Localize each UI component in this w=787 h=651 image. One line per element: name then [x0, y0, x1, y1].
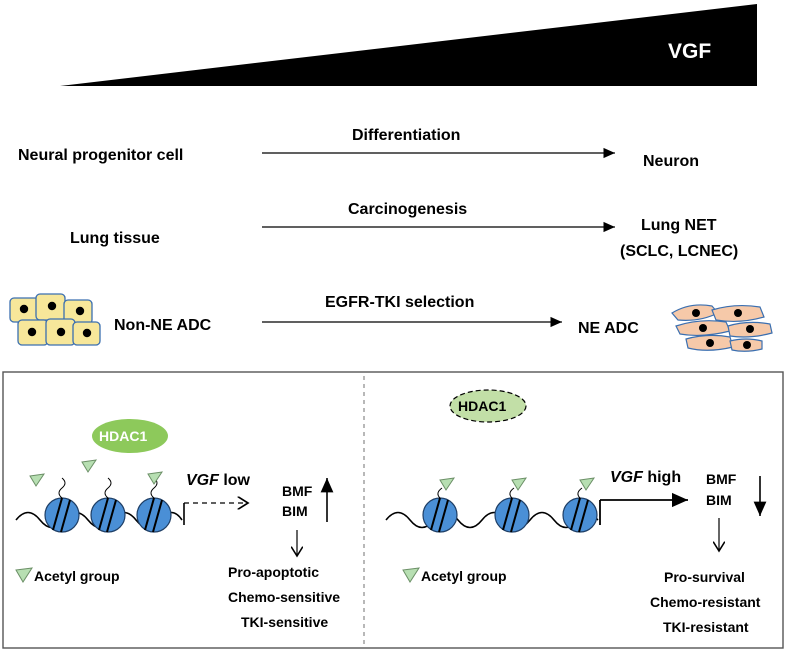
- outcome-right-1: Pro-survival: [664, 569, 745, 585]
- outcome-right-3: TKI-resistant: [663, 619, 749, 635]
- row2-right-sublabel: (SCLC, LCNEC): [620, 243, 738, 260]
- vgf-low-label: VGF low: [186, 472, 251, 489]
- vgf-high-label: VGF high: [610, 469, 681, 486]
- nucleosome-left-1: [44, 497, 80, 533]
- acetyl-legend-icon-left: [15, 567, 33, 583]
- row3-arrow-label: EGFR-TKI selection: [325, 294, 474, 311]
- bmf-label-left: BMF: [282, 483, 313, 499]
- left-panel: HDAC1 VGF low B: [15, 419, 340, 630]
- vgf-wedge-label: VGF: [668, 40, 711, 63]
- outcome-right-2: Chemo-resistant: [650, 594, 761, 610]
- non-ne-cell-cluster: [9, 293, 101, 346]
- hdac1-label-left: HDAC1: [99, 428, 147, 444]
- row2-right-label: Lung NET: [641, 217, 717, 234]
- nucleosome-right-1: [422, 497, 458, 533]
- acetyl-bound-1: [439, 477, 456, 491]
- nucleosome-right-3: [562, 497, 598, 533]
- acetyl-free-3: [147, 471, 164, 485]
- row3-right-label: NE ADC: [578, 320, 639, 337]
- nucleosome-left-2: [90, 497, 126, 533]
- hdac1-label-right: HDAC1: [458, 398, 506, 414]
- mechanism-panel-frame: [2, 371, 784, 649]
- acetyl-bound-3: [579, 477, 596, 491]
- acetyl-legend-label-left: Acetyl group: [34, 568, 120, 584]
- outcome-left-2: Chemo-sensitive: [228, 589, 340, 605]
- outcome-left-1: Pro-apoptotic: [228, 564, 319, 580]
- row2-arrow-label: Carcinogenesis: [348, 201, 467, 218]
- ne-cell-cluster: [671, 304, 773, 352]
- row1-arrow-label: Differentiation: [352, 127, 460, 144]
- acetyl-free-2: [81, 459, 98, 473]
- bim-label-right: BIM: [706, 492, 732, 508]
- dna-strand-right: [385, 511, 599, 529]
- bmf-label-right: BMF: [706, 471, 737, 487]
- bim-label-left: BIM: [282, 503, 308, 519]
- row1-right-label: Neuron: [643, 153, 699, 170]
- nucleosome-right-2: [494, 497, 530, 533]
- acetyl-bound-2: [511, 477, 528, 491]
- hdac1-badge-right: [449, 389, 527, 423]
- hdac1-badge-left: [92, 419, 168, 453]
- row3-left-label: Non-NE ADC: [114, 317, 212, 334]
- right-panel: HDAC1 VGF high BMF BIM: [385, 389, 767, 635]
- acetyl-free-1: [29, 473, 46, 487]
- acetyl-legend-label-right: Acetyl group: [421, 568, 507, 584]
- outcome-left-3: TKI-sensitive: [241, 614, 328, 630]
- row1-left-label: Neural progenitor cell: [18, 147, 183, 164]
- vgf-gradient-wedge: [60, 4, 757, 86]
- acetyl-legend-icon-right: [402, 567, 420, 583]
- row2-left-label: Lung tissue: [70, 230, 160, 247]
- nucleosome-left-3: [136, 497, 172, 533]
